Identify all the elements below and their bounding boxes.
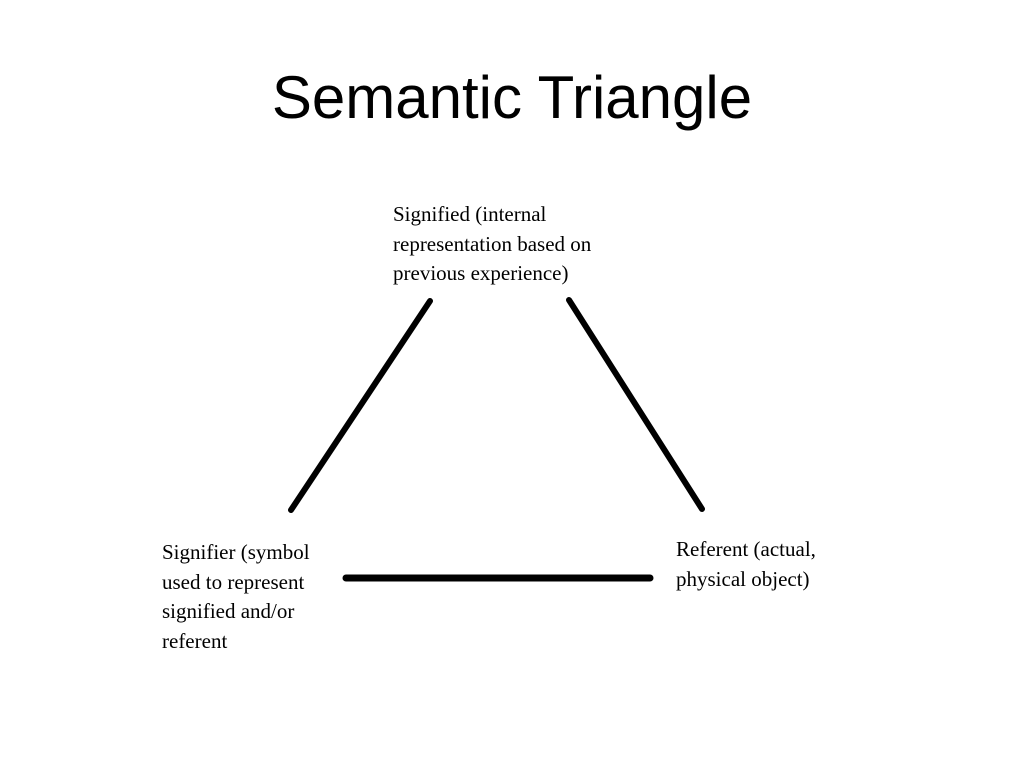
edge-signified-referent xyxy=(566,297,705,512)
edge-signified-signifier xyxy=(288,298,433,513)
node-signifier-label: Signifier (symbol used to represent sign… xyxy=(162,540,310,653)
slide-title: Semantic Triangle xyxy=(271,64,753,131)
node-signified-label: Signified (internal representation based… xyxy=(393,202,592,285)
node-referent-label: Referent (actual, physical object) xyxy=(676,537,816,591)
